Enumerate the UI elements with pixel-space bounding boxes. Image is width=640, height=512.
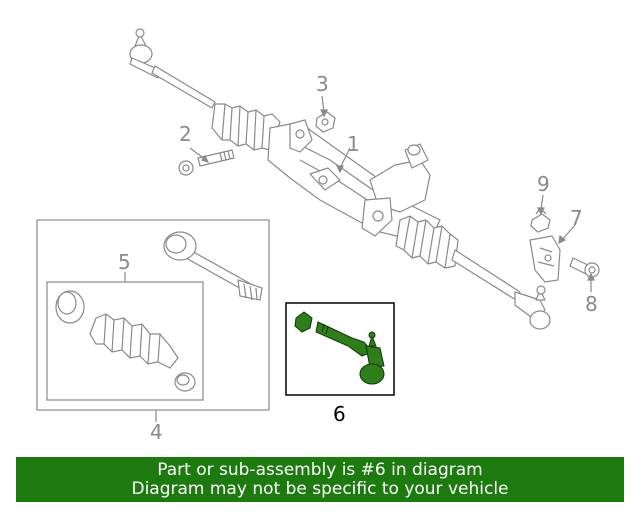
part-3-nut	[315, 111, 336, 133]
left-bellows-boot	[211, 103, 281, 151]
inner-tie-rod	[163, 231, 263, 301]
banner-line-2: Diagram may not be specific to your vehi…	[131, 479, 509, 499]
callout-6: 6	[333, 402, 346, 426]
mounting-bracket	[289, 119, 313, 153]
pinion-valve-housing	[361, 143, 431, 237]
callout-4: 4	[150, 420, 163, 444]
part-2-bolt	[178, 149, 235, 176]
left-tie-rod-end	[129, 28, 216, 109]
part-4-kit-box	[36, 219, 270, 411]
banner-line-1: Part or sub-assembly is #6 in diagram	[157, 460, 483, 480]
boot-clamp	[55, 290, 85, 324]
callout-1: 1	[347, 132, 360, 156]
right-tie-rod	[451, 249, 551, 330]
callout-5: 5	[118, 250, 131, 274]
outer-tie-rod-end-highlight	[294, 311, 385, 385]
leader-lines	[124, 95, 595, 422]
callout-9: 9	[537, 172, 550, 196]
small-clamp	[174, 372, 196, 392]
right-bellows-boot	[395, 215, 459, 269]
callout-3: 3	[316, 72, 329, 96]
part-7-bracket	[529, 235, 561, 283]
callout-2: 2	[179, 122, 192, 146]
steering-rack-assembly	[129, 28, 551, 330]
part-6-box	[285, 302, 395, 396]
part-8-bolt	[569, 257, 600, 278]
info-banner: Part or sub-assembly is #6 in diagram Di…	[16, 457, 624, 502]
callout-8: 8	[585, 292, 598, 316]
callout-7: 7	[570, 206, 583, 230]
bellows-boot	[89, 313, 179, 369]
